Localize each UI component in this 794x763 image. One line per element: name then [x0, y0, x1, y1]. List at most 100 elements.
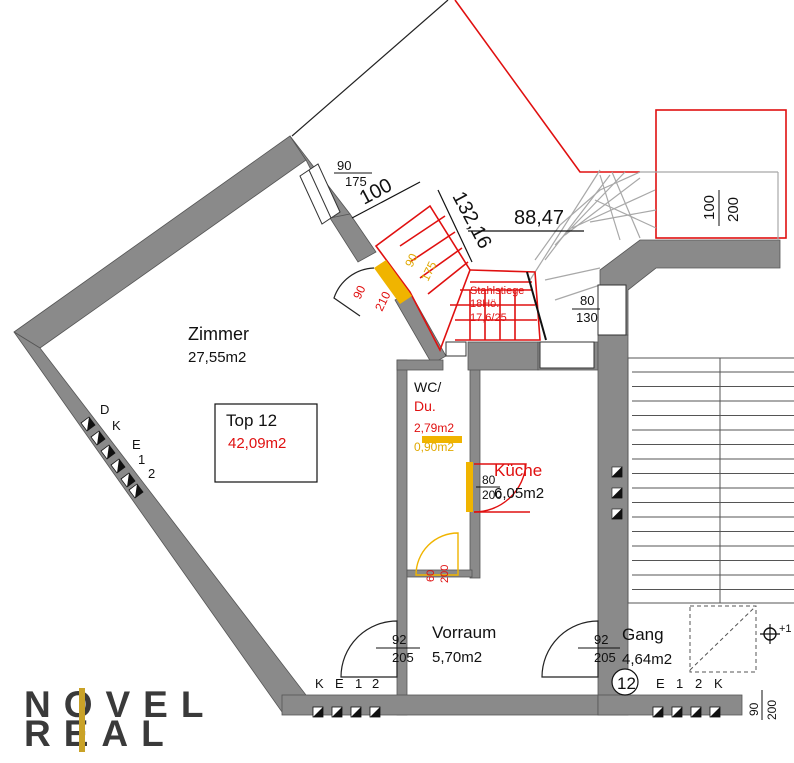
bottom-left-k: K — [315, 676, 324, 691]
bottom-right-e: E — [656, 676, 665, 691]
room-zimmer-name: Zimmer — [188, 324, 249, 344]
room-kueche-area: 6,05m2 — [494, 485, 544, 502]
unit-area: 42,09m2 — [228, 435, 286, 452]
logo-line-1: NOVEL — [24, 684, 217, 725]
svg-text:18Hö.: 18Hö. — [470, 298, 499, 310]
logo-line-2: REAL — [24, 713, 177, 754]
yellow-door-frames — [374, 260, 473, 512]
radiator-marker-icon — [90, 430, 106, 446]
svg-text:80: 80 — [580, 293, 594, 308]
svg-text:100: 100 — [701, 195, 718, 220]
stair-treads-lower[interactable] — [627, 357, 794, 604]
plot-boundary-line — [291, 0, 449, 137]
svg-text:200: 200 — [439, 565, 451, 583]
svg-text:Stahlstiege: Stahlstiege — [470, 285, 524, 297]
radiator-markers — [80, 416, 144, 499]
svg-text:60: 60 — [425, 570, 437, 582]
room-wc-name-2: Du. — [414, 398, 436, 414]
landing-box — [689, 605, 757, 673]
dke-1: 1 — [138, 452, 145, 467]
bottom-left-2: 2 — [372, 676, 379, 691]
red-door-dims: 90 210 — [350, 283, 394, 313]
room-gang-area: 4,64m2 — [622, 651, 672, 668]
room-vorraum-area: 5,70m2 — [432, 649, 482, 666]
svg-text:90: 90 — [747, 702, 761, 716]
svg-text:130: 130 — [576, 310, 598, 325]
stair-handrail — [526, 271, 547, 341]
room-wc-area: 2,79m2 — [414, 421, 454, 435]
radiator-marker-icon — [331, 706, 343, 718]
bottom-right-1: 1 — [676, 676, 683, 691]
bottom-right-2: 2 — [695, 676, 702, 691]
svg-text:90: 90 — [402, 251, 421, 269]
dke-e: E — [132, 437, 141, 452]
room-vorraum-name: Vorraum — [432, 623, 496, 642]
box-dims: 100 200 — [701, 190, 742, 226]
logo-gold-bar — [79, 688, 85, 752]
room-zimmer-area: 27,55m2 — [188, 349, 246, 366]
wc-door-dims: 60 200 — [425, 565, 451, 583]
unit-label-box — [214, 403, 318, 483]
circle-number-marker: 12 — [611, 668, 639, 696]
radiator-marker-icon — [369, 706, 381, 718]
svg-text:132,16: 132,16 — [448, 188, 496, 252]
level-mark-label: +1 — [779, 623, 792, 635]
room-wc-area-old: 0,90m2 — [414, 440, 454, 454]
radiator-marker-icon — [110, 458, 126, 474]
kitchen-door-dims: 80 200 — [476, 473, 502, 502]
room-wc-name: WC/ — [414, 379, 441, 395]
door-swings — [333, 267, 599, 678]
column-windows — [445, 284, 627, 369]
bottom-right-dims: 90 200 — [747, 690, 779, 720]
room-kueche-name: Küche — [494, 461, 542, 480]
radiator-marker-icon — [652, 706, 664, 718]
room-gang-name: Gang — [622, 625, 664, 644]
stair-label: Stahlstiege 18Hö. 17,6/25 — [470, 285, 524, 324]
svg-text:175: 175 — [418, 259, 440, 283]
svg-text:88,47: 88,47 — [514, 207, 564, 229]
gang-door-dims: 92 205 — [578, 632, 620, 665]
window-dim-top: 90 175 — [334, 158, 372, 189]
vorraum-door-dims: 92 205 — [376, 632, 420, 665]
svg-text:80: 80 — [482, 473, 496, 487]
dke-2: 2 — [148, 466, 155, 481]
bottom-left-e: E — [335, 676, 344, 691]
dke-d: D — [100, 402, 109, 417]
level-marker-icon — [760, 624, 780, 644]
radiator-marker-icon — [709, 706, 721, 718]
radiator-marker-icon — [80, 416, 96, 432]
staircase-right — [529, 169, 794, 373]
walls — [13, 135, 781, 716]
svg-text:175: 175 — [345, 174, 367, 189]
radiator-marker-icon — [128, 483, 144, 499]
svg-text:200: 200 — [725, 197, 742, 222]
svg-text:12: 12 — [617, 674, 636, 693]
dke-k: K — [112, 418, 121, 433]
svg-text:200: 200 — [765, 700, 779, 720]
upper-window — [299, 163, 341, 225]
svg-text:200: 200 — [482, 488, 502, 502]
radiator-marker-icon — [690, 706, 702, 718]
svg-text:205: 205 — [392, 650, 414, 665]
yellow-door-dims: 90 175 — [402, 251, 440, 283]
unit-name: Top 12 — [226, 411, 277, 430]
radiator-marker-icon — [350, 706, 362, 718]
radiator-marker-icon — [100, 444, 116, 460]
red-boundary-lines — [454, 0, 787, 239]
right-markers — [611, 466, 623, 520]
stair-window-dims: 80 130 — [572, 293, 600, 325]
svg-text:17,6/25: 17,6/25 — [470, 312, 507, 324]
svg-text:210: 210 — [372, 289, 394, 313]
radiator-marker-icon — [671, 706, 683, 718]
red-staircase[interactable] — [374, 204, 541, 352]
tread-lines — [632, 371, 794, 590]
svg-text:92: 92 — [594, 632, 608, 647]
bottom-markers — [312, 706, 721, 718]
svg-text:205: 205 — [594, 650, 616, 665]
svg-text:90: 90 — [350, 283, 369, 301]
dim-132: 132,16 — [437, 188, 496, 263]
svg-text:92: 92 — [392, 632, 406, 647]
radiator-marker-icon — [120, 472, 136, 488]
